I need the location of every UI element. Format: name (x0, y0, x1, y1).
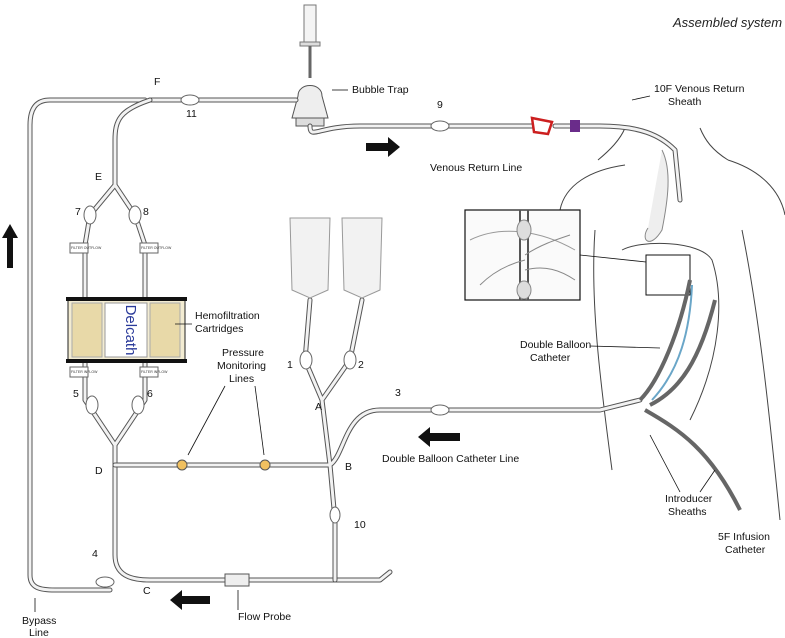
svg-text:B: B (345, 461, 352, 473)
flow-probe-label: Flow Probe (238, 611, 291, 623)
infusion-label-1: 5F Infusion (718, 531, 770, 543)
svg-text:2: 2 (358, 359, 364, 371)
svg-text:5: 5 (73, 388, 79, 400)
diagram-title: Assembled system (672, 15, 782, 30)
venous-sheath-hub (570, 120, 580, 132)
venous-sheath-label-1: 10F Venous Return (654, 83, 745, 95)
pressure-gauge (176, 459, 188, 471)
roller-clamps[interactable] (83, 94, 450, 588)
bubble-trap-label: Bubble Trap (352, 84, 409, 96)
bubble-trap[interactable] (291, 4, 329, 127)
hemofiltration-cartridges: Delcath (66, 297, 187, 363)
bypass-label-2: Line (29, 627, 49, 638)
catheter-line-label: Double Balloon Catheter Line (382, 453, 519, 465)
svg-text:D: D (95, 465, 103, 477)
svg-text:1: 1 (287, 359, 293, 371)
svg-text:FILTER INFLOW: FILTER INFLOW (141, 370, 168, 374)
flow-arrow-up (2, 224, 18, 268)
hemofiltration-label-1: Hemofiltration (195, 310, 260, 322)
svg-text:E: E (95, 171, 102, 183)
svg-text:FILTER OUTFLOW: FILTER OUTFLOW (141, 246, 172, 250)
filter-tags: FILTER OUTFLOW FILTER OUTFLOW FILTER INF… (69, 242, 172, 378)
infusion-bags (289, 217, 383, 299)
liver-inset (464, 209, 581, 301)
double-balloon-label-2: Catheter (530, 352, 571, 364)
hemofiltration-label-2: Cartridges (195, 323, 243, 335)
flow-arrow-left (170, 590, 210, 610)
junction-letters: A B C D E F (95, 76, 352, 597)
venous-sheath-label-2: Sheath (668, 96, 701, 108)
svg-text:A: A (315, 401, 322, 413)
venous-return-line-label: Venous Return Line (430, 162, 522, 174)
pressure-label-3: Lines (229, 373, 254, 385)
svg-text:3: 3 (395, 387, 401, 399)
svg-text:9: 9 (437, 99, 443, 111)
flow-probe (224, 573, 250, 587)
introducer-label-1: Introducer (665, 493, 713, 505)
delcath-logo: Delcath (122, 305, 139, 356)
introducer-label-2: Sheaths (668, 506, 707, 518)
flow-arrow-right (366, 137, 400, 157)
infusion-label-2: Catheter (725, 544, 766, 556)
bypass-label-1: Bypass (22, 615, 56, 627)
pressure-label-2: Monitoring (217, 360, 266, 372)
svg-text:C: C (143, 585, 151, 597)
body-outline (559, 127, 785, 521)
svg-text:6: 6 (147, 388, 153, 400)
pressure-label-1: Pressure (222, 347, 264, 359)
pressure-gauge (259, 459, 271, 471)
svg-text:FILTER INFLOW: FILTER INFLOW (71, 370, 98, 374)
svg-text:FILTER OUTFLOW: FILTER OUTFLOW (71, 246, 102, 250)
svg-text:7: 7 (75, 206, 81, 218)
svg-text:4: 4 (92, 548, 98, 560)
flow-arrow-left (418, 427, 460, 447)
zoom-region-box (645, 254, 691, 296)
svg-text:11: 11 (186, 108, 197, 120)
svg-text:8: 8 (143, 206, 149, 218)
double-balloon-label-1: Double Balloon (520, 339, 591, 351)
red-clamp[interactable] (530, 116, 554, 136)
clamp-numbers: 1 2 3 4 5 6 7 8 9 10 11 (73, 99, 443, 560)
svg-text:10: 10 (354, 519, 366, 531)
svg-text:F: F (154, 76, 160, 88)
